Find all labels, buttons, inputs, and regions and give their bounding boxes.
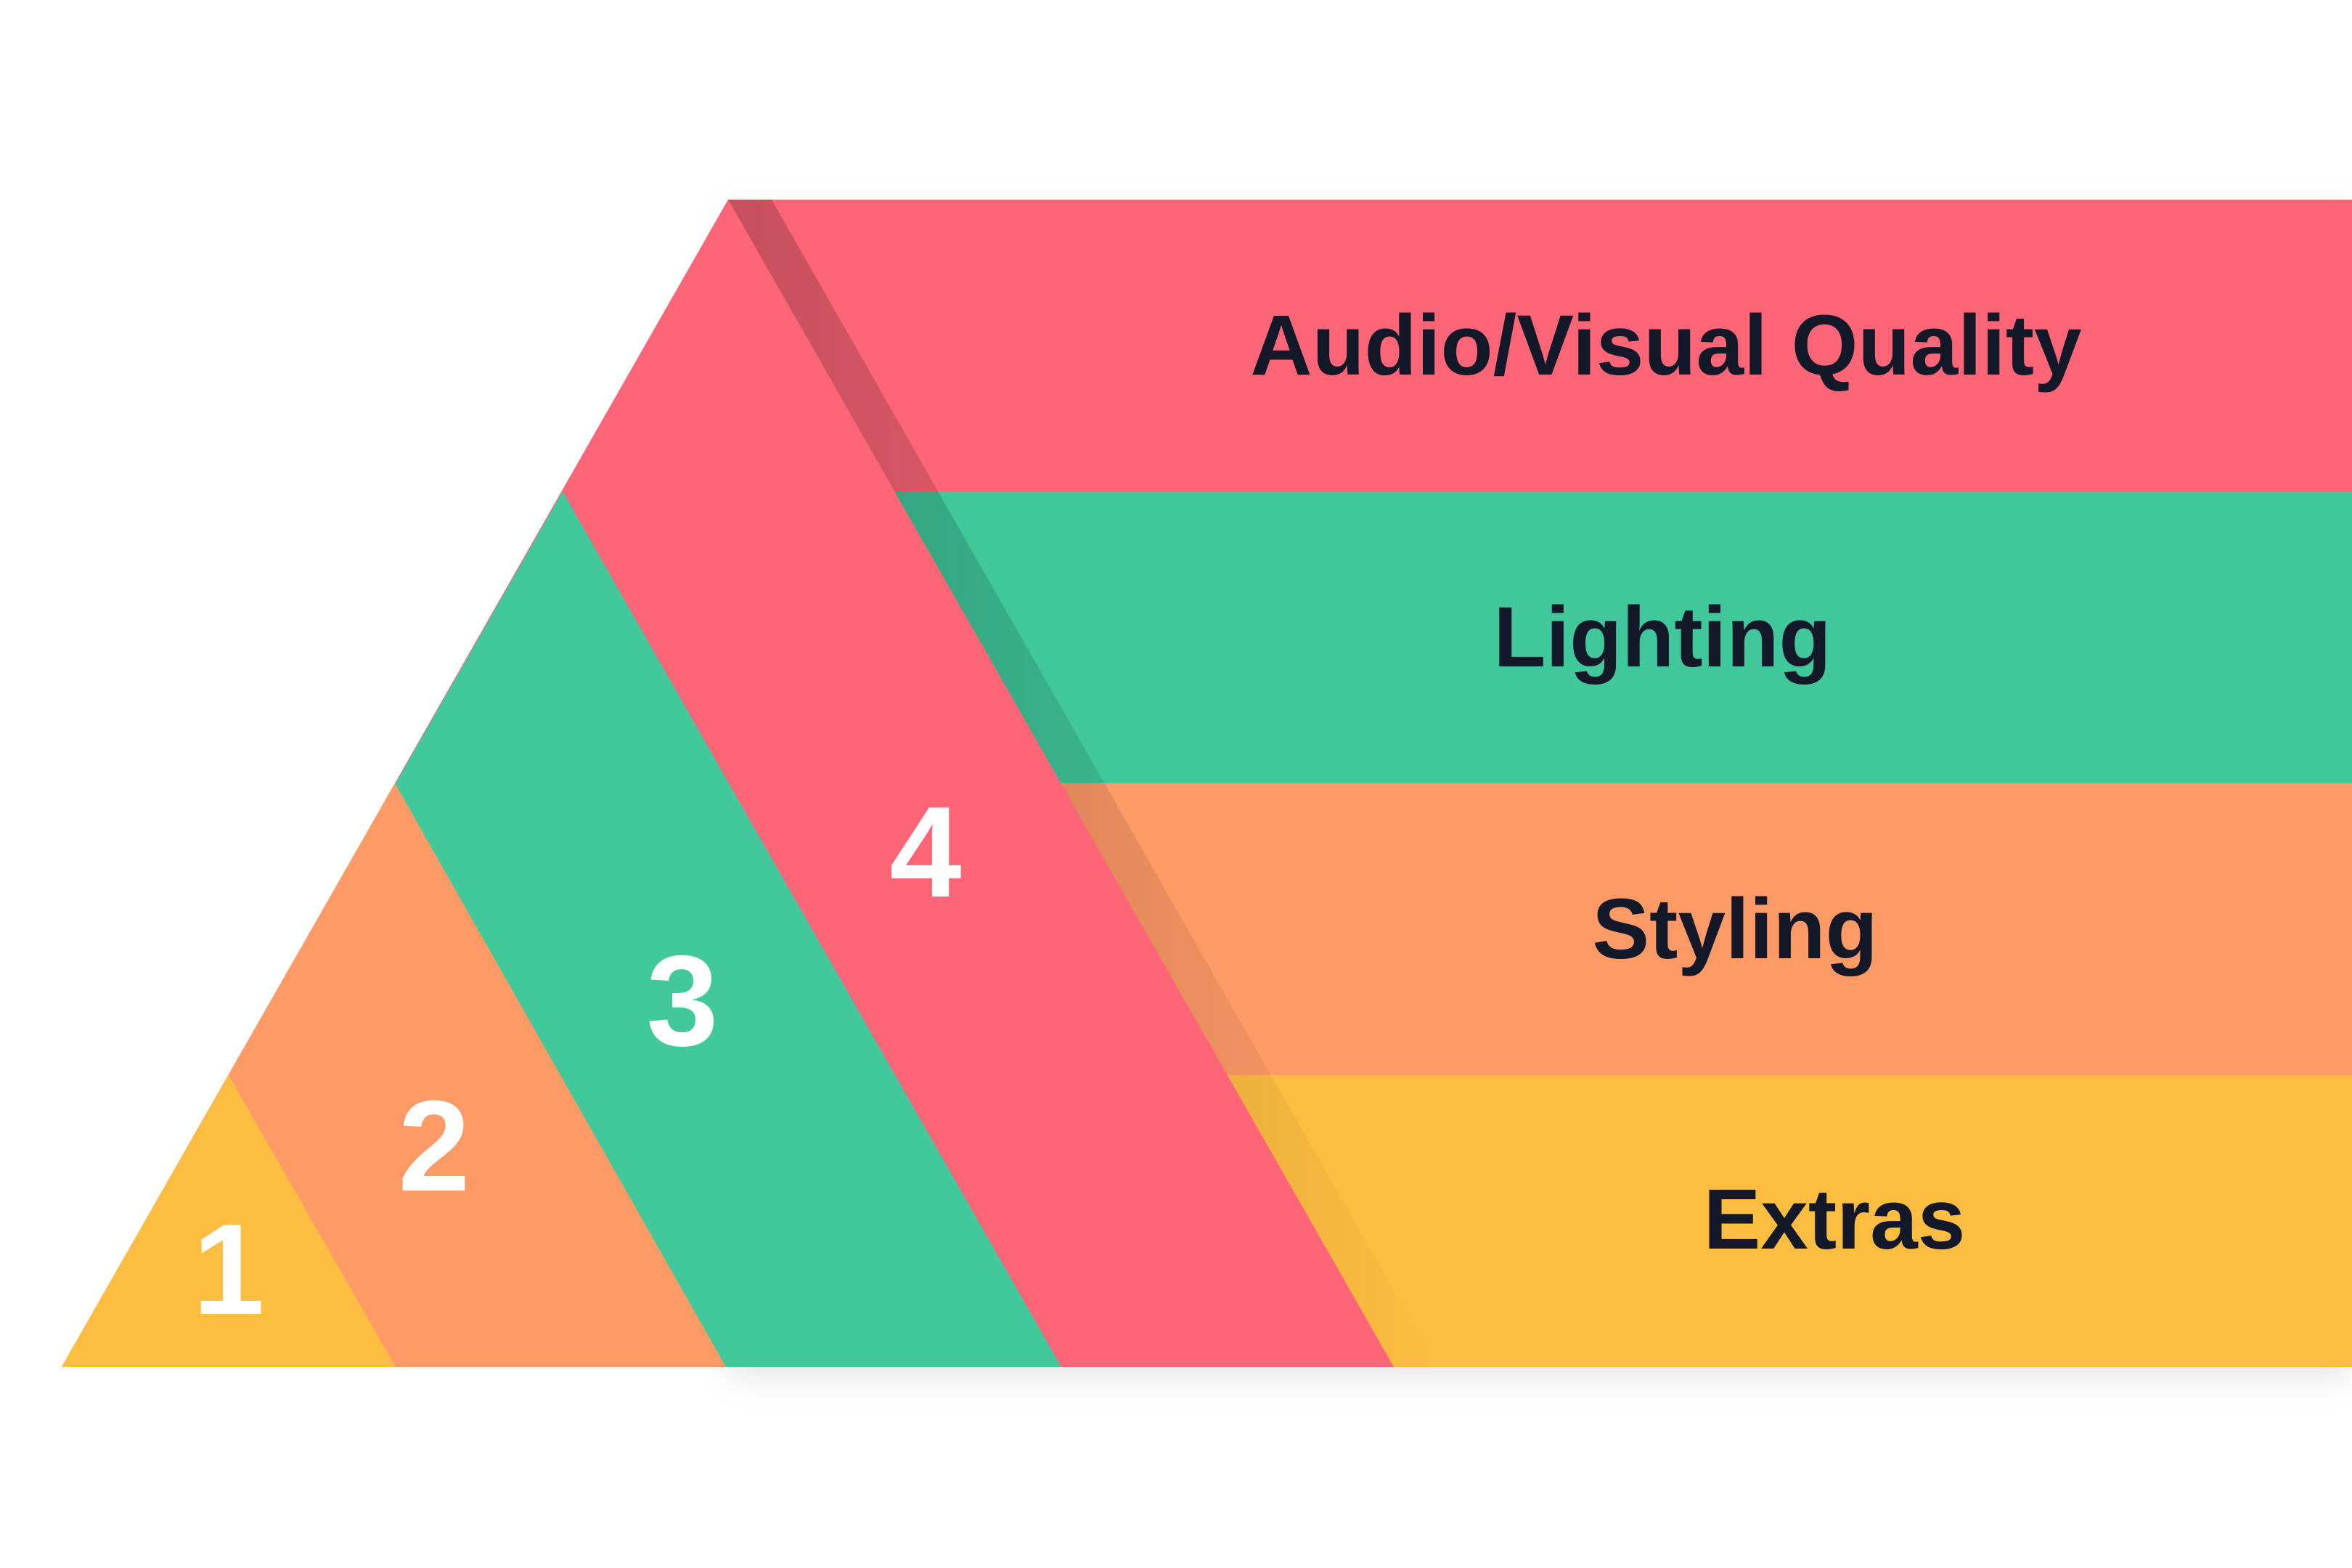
band-labels: Audio/Visual Quality Lighting Styling Ex…	[1250, 298, 2081, 1267]
level-numbers: 1 2 3 4	[193, 780, 962, 1342]
level-number-3: 3	[647, 928, 719, 1073]
level-number-2: 2	[399, 1074, 470, 1218]
label-level-3: Lighting	[1493, 589, 1831, 685]
slant-edge-shadow	[728, 200, 1437, 1367]
stripe-level-1	[62, 1075, 396, 1367]
band-level-4	[728, 200, 2352, 491]
label-level-2: Styling	[1592, 881, 1877, 977]
label-level-4: Audio/Visual Quality	[1250, 298, 2081, 393]
label-level-1: Extras	[1704, 1172, 1966, 1267]
pyramid-stripes	[62, 200, 1394, 1367]
level-number-1: 1	[193, 1197, 265, 1342]
level-number-4: 4	[890, 780, 962, 924]
